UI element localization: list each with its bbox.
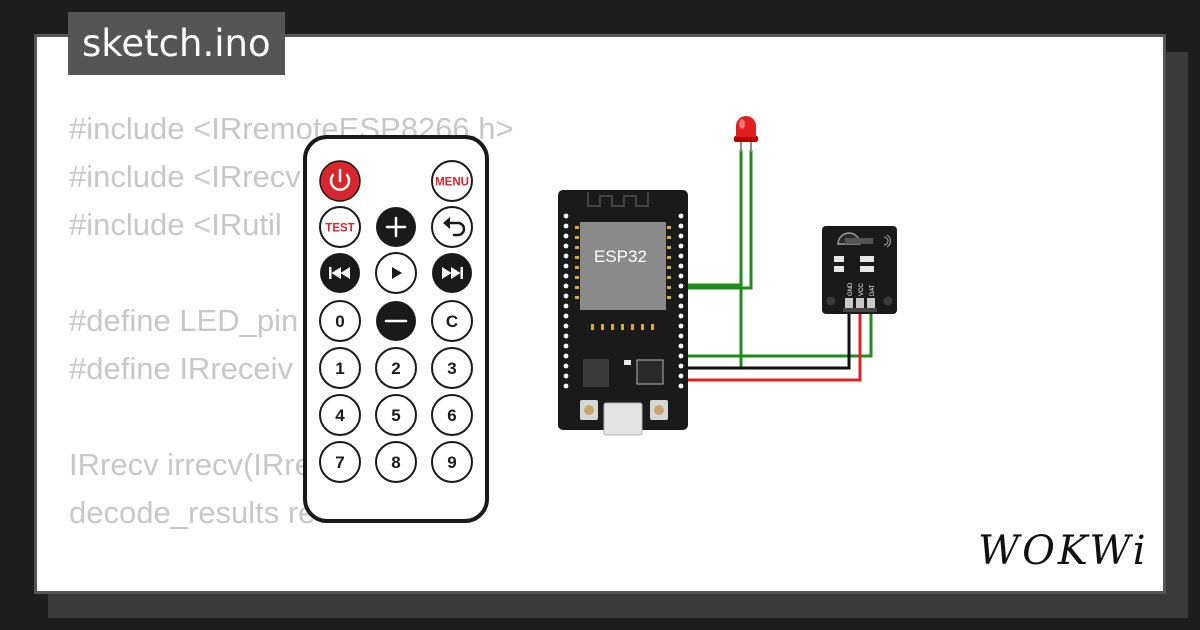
header-pins-left: [563, 213, 569, 389]
led-wire-2[interactable]: [683, 150, 753, 290]
smd-resistor: [834, 256, 844, 262]
remote-button-7[interactable]: 7: [319, 441, 361, 483]
pin-label-dat: DAT: [870, 284, 876, 296]
remote-button-4[interactable]: 4: [319, 394, 361, 436]
header-pins-right: [678, 213, 684, 389]
back-arrow-icon: [443, 217, 466, 237]
esp32-board[interactable]: ESP32: [558, 190, 688, 436]
plus-icon: [385, 216, 407, 238]
esp32-module: [580, 222, 666, 310]
button-1-label: 1: [335, 359, 344, 378]
remote-button-5[interactable]: 5: [375, 394, 417, 436]
test-label: TEST: [325, 223, 354, 235]
power-icon: [329, 168, 351, 191]
receiver-pins: [843, 298, 877, 312]
ir-signal-icon: [883, 234, 891, 248]
code-line: decode_results re: [69, 495, 316, 530]
pin-label-vcc: VCC: [859, 283, 865, 296]
button-9-label: 9: [447, 453, 456, 472]
remote-button-0[interactable]: 0: [319, 300, 361, 342]
remote-test-button[interactable]: TEST: [319, 206, 361, 248]
remote-power-button[interactable]: [319, 160, 361, 202]
mounting-hole: [826, 296, 836, 306]
remote-minus-button[interactable]: [376, 301, 416, 341]
ir-receiver-module[interactable]: GND VCC DAT: [822, 226, 897, 314]
remote-button-6[interactable]: 6: [431, 394, 473, 436]
button-4-label: 4: [335, 406, 345, 425]
button-8-label: 8: [391, 453, 400, 472]
vcc-wire[interactable]: [683, 308, 862, 382]
led-indicator: [624, 360, 631, 365]
button-3-label: 3: [447, 359, 456, 378]
smd-led: [860, 256, 874, 262]
file-tab[interactable]: sketch.ino: [68, 12, 285, 75]
code-line: #define IRreceiv: [69, 351, 294, 386]
usb-port[interactable]: [603, 402, 643, 436]
remote-prev-button[interactable]: [320, 253, 360, 293]
esp32-label: ESP32: [594, 247, 647, 266]
play-icon: [392, 267, 402, 279]
code-line: #include <IRutil: [69, 207, 282, 242]
antenna-trace: [587, 192, 649, 207]
gnd-wire[interactable]: [683, 308, 851, 370]
code-line: #define LED_pin: [69, 303, 299, 338]
remote-play-button[interactable]: [375, 252, 417, 294]
remote-plus-button[interactable]: [376, 207, 416, 247]
button-5-label: 5: [391, 406, 400, 425]
button-0-label: 0: [335, 312, 344, 331]
button-c-label: C: [446, 312, 458, 331]
remote-next-button[interactable]: [432, 253, 472, 293]
ir-remote[interactable]: MENU TEST: [303, 135, 489, 523]
code-line: #include <IRrecv: [69, 159, 301, 194]
led-wire-1[interactable]: [683, 150, 743, 287]
remote-button-c[interactable]: C: [431, 300, 473, 342]
menu-label: MENU: [435, 177, 469, 189]
en-button[interactable]: [650, 400, 668, 420]
boot-button[interactable]: [580, 400, 598, 420]
usb-serial-chip: [636, 359, 664, 385]
remote-menu-button[interactable]: MENU: [431, 160, 473, 202]
remote-back-button[interactable]: [431, 206, 473, 248]
module-castellations: [575, 226, 671, 330]
remote-button-1[interactable]: 1: [319, 347, 361, 389]
remote-button-2[interactable]: 2: [375, 347, 417, 389]
remote-button-8[interactable]: 8: [375, 441, 417, 483]
button-6-label: 6: [447, 406, 456, 425]
remote-button-9[interactable]: 9: [431, 441, 473, 483]
voltage-regulator: [583, 359, 609, 387]
fast-forward-icon: [442, 267, 463, 279]
code-background: #include <IRremoteESP8266.h> #include <I…: [69, 105, 514, 591]
pin-label-gnd: GND: [848, 282, 854, 296]
remote-button-3[interactable]: 3: [431, 347, 473, 389]
button-2-label: 2: [391, 359, 400, 378]
button-7-label: 7: [335, 453, 344, 472]
red-led[interactable]: [734, 116, 758, 152]
rewind-icon: [329, 267, 350, 279]
code-line: IRrecv irrecv(IRre: [69, 447, 312, 482]
wokwi-logo: WOKWi: [978, 528, 1149, 574]
